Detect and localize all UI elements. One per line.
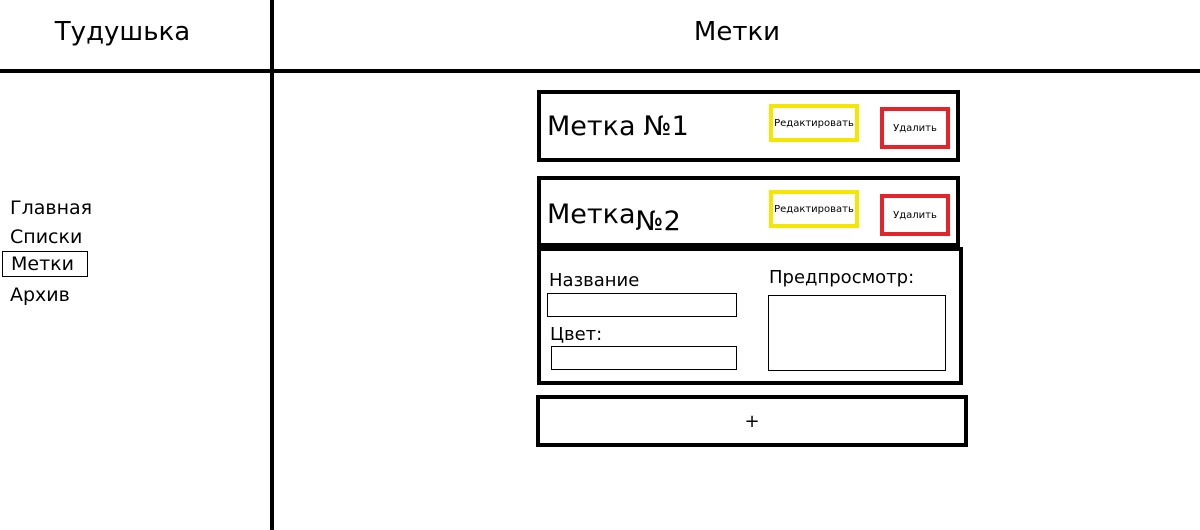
color-input[interactable] <box>551 346 737 370</box>
sidebar-divider <box>270 0 274 530</box>
tag-number: №1 <box>643 111 689 142</box>
tag-form: Название Цвет: Предпросмотр: <box>537 247 963 385</box>
sidebar-item-lists[interactable]: Списки <box>10 226 83 248</box>
header-divider <box>0 69 1200 73</box>
color-label: Цвет: <box>550 324 603 345</box>
tag-name: Метка№2 <box>547 198 681 237</box>
app-title: Тудушька <box>54 17 191 47</box>
tag-name-text: Метка <box>547 111 636 142</box>
name-label: Название <box>549 270 640 291</box>
tag-number: №2 <box>635 206 681 237</box>
tag-name-text: Метка <box>547 199 636 230</box>
preview-box <box>768 295 946 371</box>
edit-button[interactable]: Редактировать <box>769 104 859 142</box>
name-input[interactable] <box>547 293 737 317</box>
page-title: Метки <box>693 17 781 47</box>
add-tag-button[interactable]: + <box>536 395 968 447</box>
tag-card: Метка№2 Редактировать Удалить <box>537 176 960 247</box>
delete-button[interactable]: Удалить <box>880 194 950 236</box>
preview-label: Предпросмотр: <box>769 267 915 288</box>
sidebar-item-tags[interactable]: Метки <box>2 251 88 277</box>
sidebar-item-archive[interactable]: Архив <box>10 284 70 306</box>
sidebar-item-home[interactable]: Главная <box>10 197 93 219</box>
edit-button[interactable]: Редактировать <box>769 190 859 228</box>
delete-button[interactable]: Удалить <box>880 107 950 149</box>
